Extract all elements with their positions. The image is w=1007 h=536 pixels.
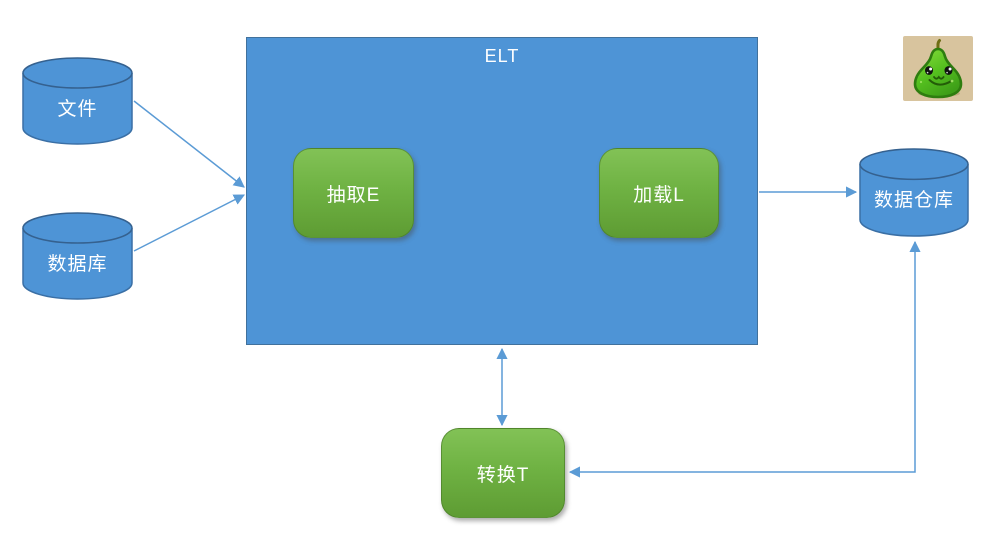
file-label: 文件 xyxy=(57,98,98,120)
database-label: 数据库 xyxy=(47,253,108,275)
load-label: 加载L xyxy=(633,184,685,206)
warehouse-cylinder: 数据仓库 xyxy=(859,148,969,237)
extract-label: 抽取E xyxy=(326,184,381,206)
file-cylinder: 文件 xyxy=(22,57,133,145)
elt-container: ELT 抽取E 加载L xyxy=(246,37,758,345)
transform-label: 转换T xyxy=(476,464,530,486)
arrow-database-to-elt xyxy=(133,194,246,252)
arrow-file-to-elt xyxy=(133,100,245,188)
load-box: 加载L xyxy=(599,148,719,238)
cylinder-shape xyxy=(22,57,133,145)
extract-box: 抽取E xyxy=(293,148,414,238)
cylinder-shape xyxy=(22,212,133,300)
pear-mascot-icon xyxy=(903,36,973,101)
elt-title: ELT xyxy=(484,46,520,66)
database-cylinder: 数据库 xyxy=(22,212,133,300)
cylinder-shape xyxy=(859,148,969,237)
warehouse-label: 数据仓库 xyxy=(873,190,954,211)
transform-box: 转换T xyxy=(441,428,565,518)
